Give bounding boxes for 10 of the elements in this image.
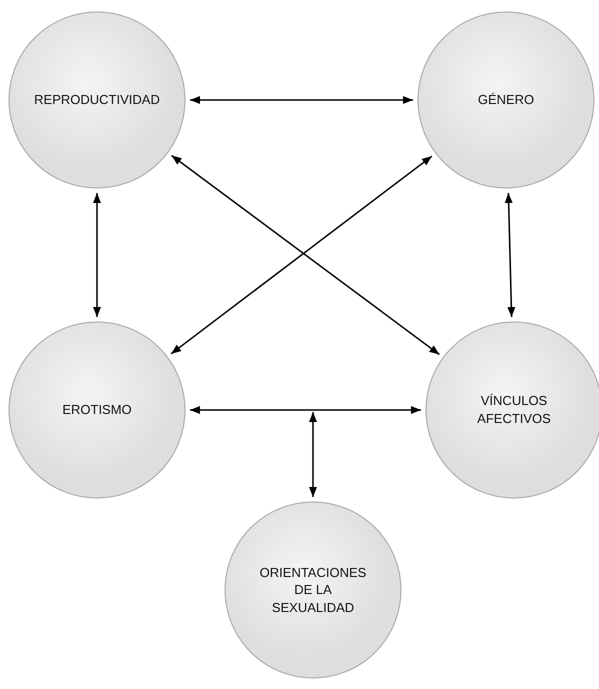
node-label: VÍNCULOS AFECTIVOS xyxy=(476,392,552,428)
double-arrow xyxy=(309,412,317,497)
node-label: EROTISMO xyxy=(62,401,132,419)
double-arrow xyxy=(190,406,421,414)
double-arrow xyxy=(190,96,413,104)
node-label: GÉNERO xyxy=(478,91,534,109)
double-arrow xyxy=(93,193,101,317)
node-label: ORIENTACIONES DE LA SEXUALIDAD xyxy=(258,564,368,616)
node-label: REPRODUCTIVIDAD xyxy=(34,91,160,109)
double-arrow xyxy=(504,192,516,318)
